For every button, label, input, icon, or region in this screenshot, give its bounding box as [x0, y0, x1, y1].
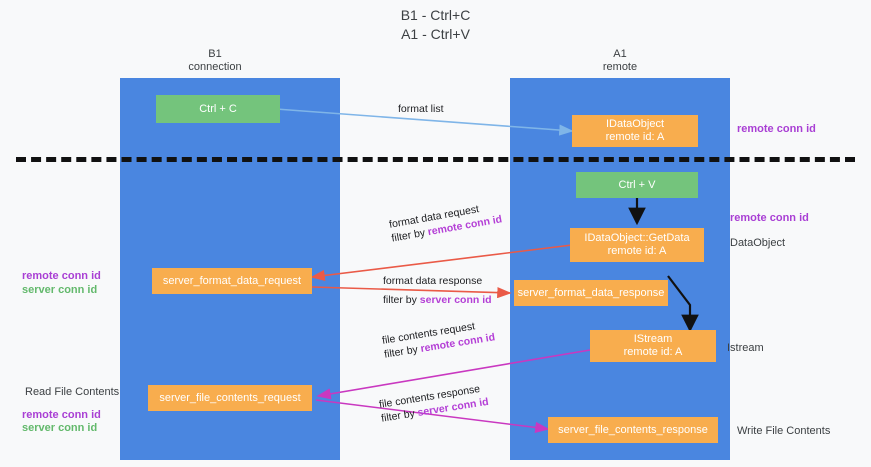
lane-b1-name: B1 [208, 48, 222, 60]
note-right-remote-conn-mid: remote conn id [730, 212, 809, 224]
lane-header-b1: B1 connection [150, 48, 280, 74]
box-server-format-data-response-label: server_format_data_response [517, 286, 665, 299]
page-title: B1 - Ctrl+C A1 - Ctrl+V [0, 6, 871, 44]
note-right-istream: Istream [727, 342, 764, 354]
box-ctrl-c[interactable]: Ctrl + C [156, 95, 280, 123]
box-server-file-contents-request[interactable]: server_file_contents_request [148, 385, 312, 411]
edge-label-format-list-text: format list [398, 103, 444, 115]
lane-b1-subtitle: connection [188, 61, 242, 73]
box-server-file-contents-response-label: server_file_contents_response [558, 423, 708, 436]
phase-divider [16, 157, 855, 162]
box-istream-line2: remote id: A [623, 346, 683, 358]
box-idataobject-line1: IDataObject [605, 118, 665, 130]
box-server-file-contents-request-label: server_file_contents_request [159, 391, 301, 404]
box-idataobject[interactable]: IDataObject remote id: A [572, 115, 698, 147]
box-ctrl-v[interactable]: Ctrl + V [576, 172, 698, 198]
edge-label-format-data-request: format data request filter by remote con… [388, 199, 503, 246]
box-getdata-line1: IDataObject::GetData [584, 232, 690, 244]
edge-label-file-contents-request: file contents request filter by remote c… [381, 316, 496, 361]
lane-a1-subtitle: remote [602, 61, 638, 73]
title-line-1: B1 - Ctrl+C [400, 7, 471, 23]
box-server-file-contents-response[interactable]: server_file_contents_response [548, 417, 718, 443]
note-left-server-conn-id: server conn id [22, 284, 98, 296]
box-ctrl-c-label: Ctrl + C [199, 102, 237, 115]
box-server-format-data-request-label: server_format_data_request [162, 274, 302, 287]
note-right-write-file-contents: Write File Contents [737, 425, 831, 437]
lane-header-a1: A1 remote [555, 48, 685, 74]
box-server-format-data-response[interactable]: server_format_data_response [514, 280, 668, 306]
edge-label-format-data-response-line1: format data response [383, 275, 483, 287]
edge-label-format-data-response: format data response filter by server co… [383, 274, 492, 307]
edge-label-format-data-response-line2: filter by server conn id [383, 293, 492, 307]
lane-a1-name: A1 [613, 48, 627, 60]
note-left-remote-conn-id: remote conn id [22, 270, 101, 282]
edge-label-file-contents-response: file contents response filter by server … [378, 381, 490, 426]
box-istream-line1: IStream [633, 333, 673, 345]
edge-label-format-list: format list [398, 102, 444, 116]
note-left-server-conn-id-2: server conn id [22, 422, 98, 434]
note-left-read-file-contents: Read File Contents [25, 386, 120, 398]
note-right-dataobject: DataObject [730, 237, 786, 249]
filter-key-2: server conn id [419, 294, 492, 306]
box-ctrl-v-label: Ctrl + V [618, 178, 656, 191]
note-left-remote-conn-id-2: remote conn id [22, 409, 101, 421]
box-server-format-data-request[interactable]: server_format_data_request [152, 268, 312, 294]
box-istream[interactable]: IStream remote id: A [590, 330, 716, 362]
box-getdata[interactable]: IDataObject::GetData remote id: A [570, 228, 704, 262]
box-getdata-line2: remote id: A [607, 245, 667, 257]
box-idataobject-line2: remote id: A [605, 131, 665, 143]
filter-prefix-2: filter by [383, 294, 420, 306]
note-right-remote-conn-top: remote conn id [737, 123, 816, 135]
title-line-2: A1 - Ctrl+V [401, 26, 470, 42]
